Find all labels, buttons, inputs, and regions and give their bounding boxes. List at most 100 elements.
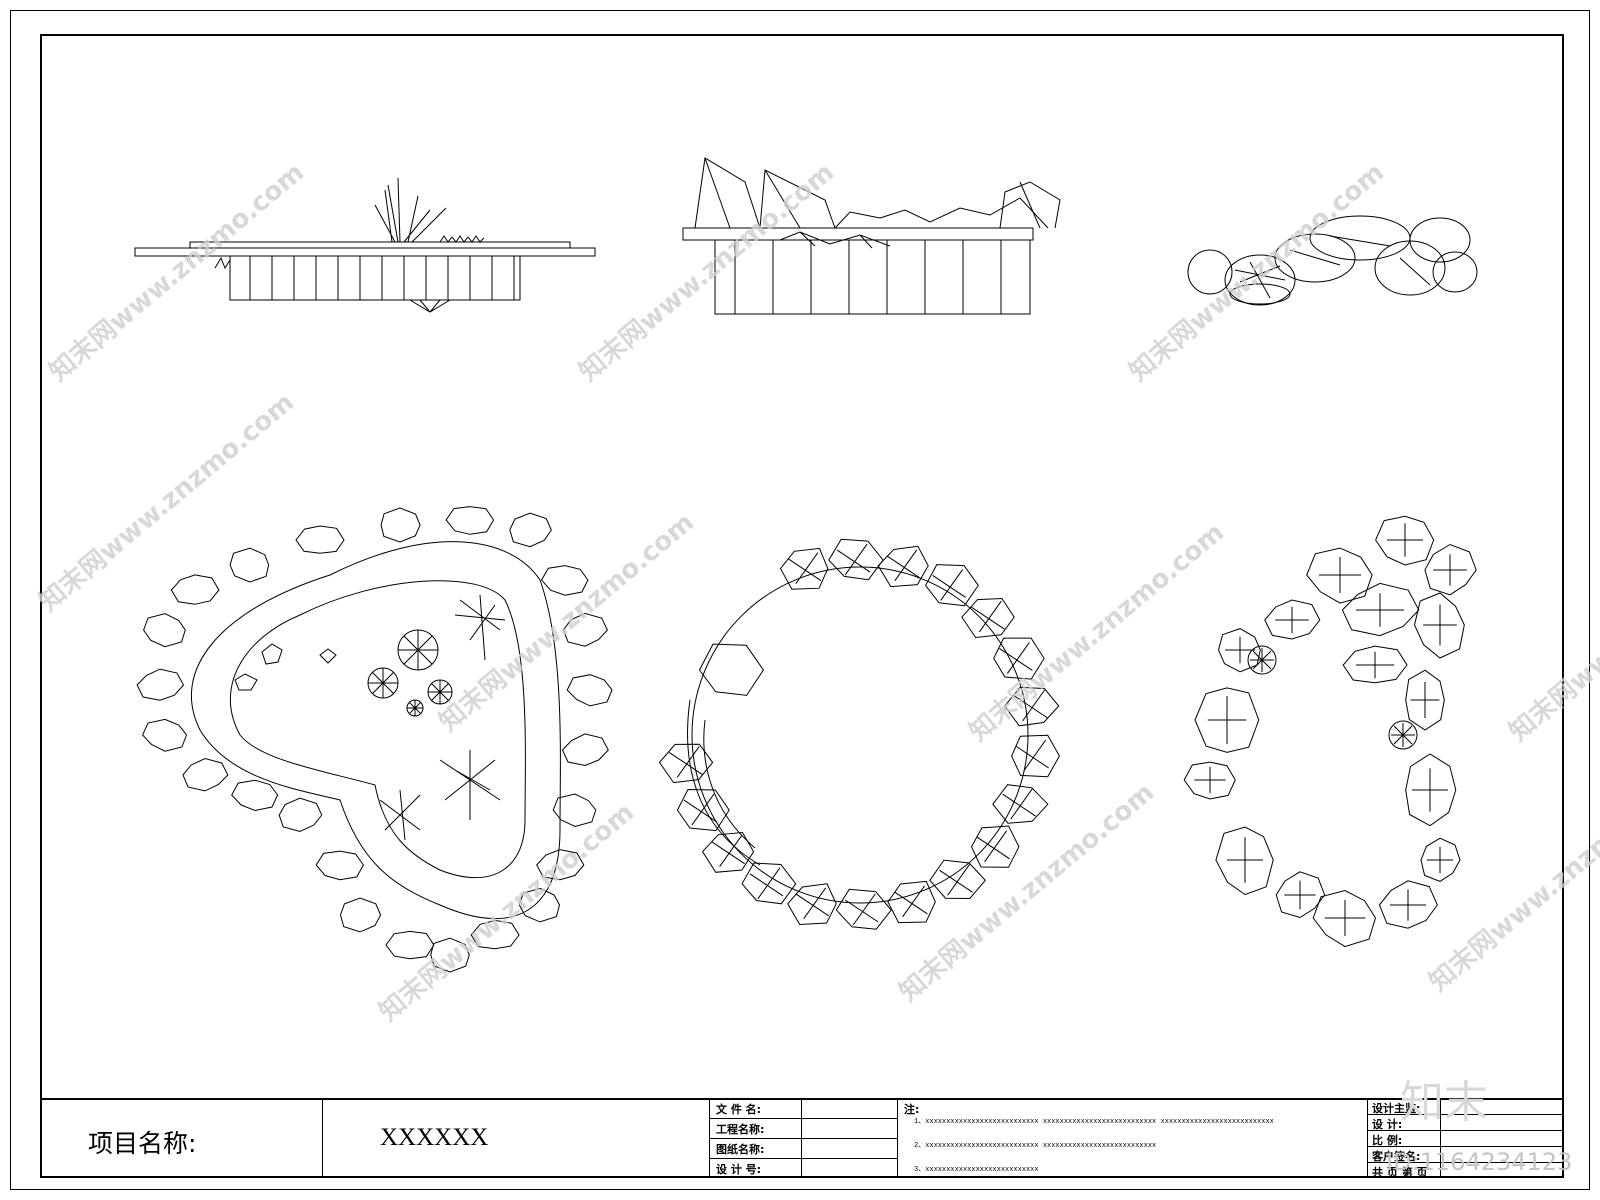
stepping-stone: [566, 674, 613, 707]
rock-mesh: [1319, 557, 1361, 593]
stepping-stone: [561, 733, 609, 767]
water-lily-vein: [382, 672, 394, 684]
rock-facet: [711, 835, 745, 867]
rock-facet: [976, 830, 1010, 863]
stepping-stone: [315, 850, 364, 881]
arranged-rock: [1264, 599, 1321, 640]
arranged-rock: [1413, 592, 1465, 659]
ring-rock: [1011, 734, 1060, 778]
rock-mesh: [1324, 900, 1366, 936]
water-lily-vein: [372, 672, 384, 684]
rock-facet: [1002, 787, 1036, 820]
rock-mesh: [1225, 636, 1255, 664]
page-count-label: 共 页 第 页: [1372, 1166, 1428, 1179]
rock-facet: [787, 552, 822, 584]
rock-mesh: [1423, 604, 1457, 646]
rock-facet: [999, 642, 1033, 674]
rock-facet: [668, 746, 703, 778]
ring-rock: [676, 788, 730, 832]
stepping-stone: [470, 919, 520, 950]
ring-rock: [961, 597, 1015, 639]
rock-facet: [1015, 739, 1049, 772]
arranged-rock: [1342, 645, 1408, 684]
divider: [709, 1158, 897, 1159]
rock-mesh: [1227, 837, 1263, 883]
plan-rock-arrangement: [1183, 515, 1477, 948]
ring-rock: [701, 831, 755, 873]
arranged-rock: [1215, 826, 1274, 896]
stepping-stone: [339, 897, 382, 933]
plan-heart-pond: [136, 506, 613, 973]
arranged-rock: [1405, 753, 1457, 827]
rock-mesh: [1390, 889, 1426, 921]
water-lily-vein: [414, 701, 422, 709]
rock-mesh: [1356, 593, 1404, 627]
ring-rock: [887, 880, 936, 924]
rock-mesh: [1387, 523, 1423, 557]
rock-facet: [795, 887, 829, 920]
rock-facet: [749, 867, 784, 900]
rock-mesh: [1275, 606, 1309, 634]
ring-rock: [658, 743, 714, 784]
project-name-value: XXXXXX: [380, 1124, 489, 1151]
elevation-rock-planter: [682, 157, 1061, 315]
water-lily-vein: [403, 649, 419, 665]
water-lily-vein: [417, 635, 433, 651]
ring-rock: [992, 784, 1049, 824]
arranged-rock: [1312, 889, 1377, 948]
ring-rock: [741, 862, 797, 905]
stepping-stone: [552, 793, 597, 828]
ring-rock: [828, 538, 884, 581]
drawing-frame: [40, 34, 1564, 1178]
divider: [709, 1118, 897, 1119]
water-lily-vein: [439, 683, 449, 693]
water-lily-vein: [431, 691, 441, 701]
arranged-rock: [1424, 543, 1477, 596]
rock-facet: [886, 549, 921, 582]
design-number-label: 设 计 号:: [716, 1163, 762, 1176]
divider: [1367, 1114, 1564, 1115]
divider: [1440, 1098, 1441, 1178]
rock-facet: [844, 893, 879, 926]
note-line: 1、xxxxxxxxxxxxxxxxxxxxxxxxxxx xxxxxxxxxx…: [914, 1118, 1274, 1126]
project-title-label: 工程名称:: [716, 1123, 765, 1136]
designer-label: 设 计:: [1372, 1118, 1403, 1131]
rock-mesh: [1355, 651, 1395, 679]
ring-rock: [1004, 686, 1060, 727]
stepping-stone: [430, 937, 470, 973]
arranged-rock: [1375, 515, 1435, 566]
water-lily-vein: [372, 682, 384, 694]
elevation-planter: [134, 177, 596, 313]
ring-rock: [929, 859, 986, 900]
stepping-stone: [143, 613, 186, 648]
ring-rock: [835, 888, 892, 930]
water-lily-vein: [431, 683, 441, 693]
plan-rock-ring: [658, 538, 1060, 930]
design-supervisor-label: 设计主监:: [1372, 1102, 1421, 1115]
rock-mesh: [1284, 880, 1316, 910]
divider: [897, 1098, 898, 1178]
rock-mesh: [1426, 846, 1454, 874]
ring-rock: [779, 547, 829, 590]
scale-label: 比 例:: [1372, 1134, 1403, 1147]
stepping-stone: [295, 525, 345, 554]
sheet-outer-border: [10, 10, 1590, 1190]
arranged-rock: [1378, 880, 1438, 929]
divider: [709, 1138, 897, 1139]
stepping-stone: [182, 757, 229, 792]
arranged-rock: [1341, 582, 1420, 637]
stepping-stone: [536, 849, 585, 881]
stepping-stone: [278, 797, 323, 833]
water-lily-vein: [382, 682, 394, 694]
arranged-rock: [1405, 669, 1445, 731]
arranged-rock: [1217, 628, 1261, 673]
rock-facet: [894, 885, 928, 918]
water-lily-vein: [417, 649, 433, 665]
watermark-logo: 知末: [1400, 1077, 1488, 1128]
divider: [1367, 1146, 1564, 1147]
divider: [1367, 1098, 1368, 1178]
project-name-label: 项目名称:: [88, 1129, 197, 1158]
arranged-rock: [1194, 687, 1260, 753]
ring-rock: [698, 643, 765, 696]
ring-rock: [970, 825, 1020, 868]
